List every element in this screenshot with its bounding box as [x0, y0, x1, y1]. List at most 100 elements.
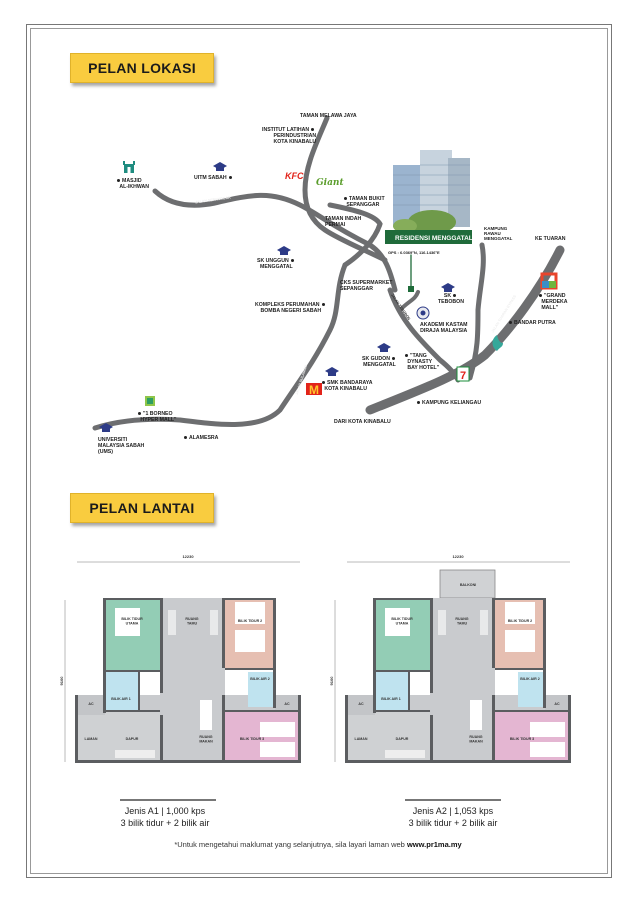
bed-2b: [505, 630, 535, 652]
height-dimension-label: 9100: [329, 676, 334, 686]
road-sulaman: [92, 262, 348, 431]
room-label-bathroom-1: BILIK AIR 1: [111, 697, 130, 701]
room-label-kitchen: DAPUR: [126, 737, 139, 741]
bed-3a: [530, 722, 565, 737]
floor-plan-heading: PELAN LANTAI: [70, 493, 214, 523]
wall: [373, 598, 433, 600]
project-gps: GPS : 6.0369°N, 116.1436°E: [388, 250, 440, 255]
bathroom-1: [375, 672, 408, 710]
giant-logo: Giant: [316, 178, 344, 188]
room-label-bedroom-2: BILIK TIDUR 2: [238, 619, 262, 623]
residensi-building-image: [393, 150, 470, 234]
mcdonalds-icon: M: [306, 383, 322, 397]
bed-2b: [235, 630, 265, 652]
wall: [222, 598, 225, 668]
window: [115, 591, 153, 597]
label-masjid: MASJID AL-IKHWAN: [115, 178, 149, 190]
bathroom-2: [518, 672, 543, 707]
label-tang-dynasty: "TANG DYNASTY BAY HOTEL": [403, 353, 439, 371]
wall: [345, 695, 348, 763]
road-sepanggar: [152, 188, 398, 293]
room-label-bathroom-1: BILIK AIR 1: [381, 697, 400, 701]
wall: [222, 695, 225, 762]
wall: [103, 598, 163, 600]
room-label-ac: AC: [88, 702, 94, 706]
page-border-inner: [30, 28, 608, 874]
unit-type-a2: Jenis A2 | 1,053 kps: [412, 806, 494, 816]
project-marker: [408, 286, 414, 292]
label-grand-merdeka: "GRAND MERDEKA MALL": [537, 293, 568, 311]
laman: [347, 715, 375, 762]
room-label-laman: LAMAN: [85, 737, 98, 741]
bed-2a: [505, 602, 535, 624]
svg-text:7: 7: [460, 370, 466, 382]
label-bandar-putra: BANDAR PUTRA: [507, 320, 556, 326]
room-label-bedroom-3: BILIK TIDUR 3: [240, 737, 264, 741]
road-tuaran-bypass: [365, 245, 565, 415]
label-taman-melawa-jaya: TAMAN MELAWA JAYA: [300, 113, 357, 119]
room-label-ac: AC: [554, 702, 560, 706]
wall: [138, 672, 140, 710]
room-label-ac: AC: [284, 702, 290, 706]
wall: [495, 598, 545, 600]
wall: [373, 710, 430, 712]
footer-note: *Untuk mengetahui maklumat yang selanjut…: [174, 840, 462, 849]
label-kampung-keliangau: KAMPUNG KELIANGAU: [415, 400, 481, 406]
bed-3a: [260, 722, 295, 737]
width-dimension-label: 12230: [182, 554, 194, 559]
petronas-icon: [492, 335, 503, 351]
bed-3b: [260, 742, 295, 757]
sofa: [168, 610, 176, 635]
grand-merdeka-mall-icon: [540, 272, 558, 290]
bathroom-2: [248, 672, 273, 707]
graduation-cap-icon: [213, 162, 227, 171]
graduation-cap-icon: [325, 367, 339, 376]
room-label-bedroom-3: BILIK TIDUR 3: [510, 737, 534, 741]
akademi-kastam-logo-icon: [416, 306, 430, 320]
balcony-label: BALKONI: [460, 583, 476, 587]
ac-ledge-right: [275, 695, 300, 712]
room-label-laman: LAMAN: [355, 737, 368, 741]
ac-ledge-right: [545, 695, 570, 712]
unit-desc-a1: 3 bilik tidur + 2 bilik air: [120, 818, 210, 828]
mosque-icon: [123, 161, 135, 173]
label-uitm: UITM SABAH: [194, 175, 234, 181]
label-ke-tuaran: KE TUARAN: [535, 236, 566, 242]
label-1-borneo: "1 BORNEO HYPER MALL": [136, 411, 177, 423]
dining-table: [200, 700, 212, 730]
website-link[interactable]: www.pr1ma.my: [406, 840, 462, 849]
height-dimension-label: 9100: [60, 676, 64, 686]
wall: [568, 695, 571, 763]
label-dari-kota-kinabalu: DARI KOTA KINABALU: [334, 419, 391, 425]
caption-divider: [405, 799, 501, 801]
caption-divider: [120, 799, 216, 801]
armchair: [480, 610, 488, 635]
wall: [103, 670, 160, 672]
label-alamesra: ALAMESRA: [182, 435, 218, 441]
wall: [103, 710, 160, 712]
road-akademi-spur: [398, 290, 420, 312]
room-label-bathroom-2: BILIK AIR 2: [520, 677, 539, 681]
kfc-logo: KFC: [285, 171, 304, 181]
kitchen-counter: [115, 750, 155, 758]
width-dimension-label: 12230: [452, 554, 464, 559]
room-label-bathroom-2: BILIK AIR 2: [250, 677, 269, 681]
label-taman-bukit: TAMAN BUKIT SEPANGGAR: [342, 196, 385, 208]
room-label-bedroom-2: BILIK TIDUR 2: [508, 619, 532, 623]
room-label-ac: AC: [358, 702, 364, 706]
wall: [160, 715, 163, 762]
wall: [430, 715, 433, 762]
wall: [408, 672, 410, 710]
wall: [495, 710, 570, 712]
wall: [225, 668, 275, 670]
wall: [430, 598, 433, 693]
